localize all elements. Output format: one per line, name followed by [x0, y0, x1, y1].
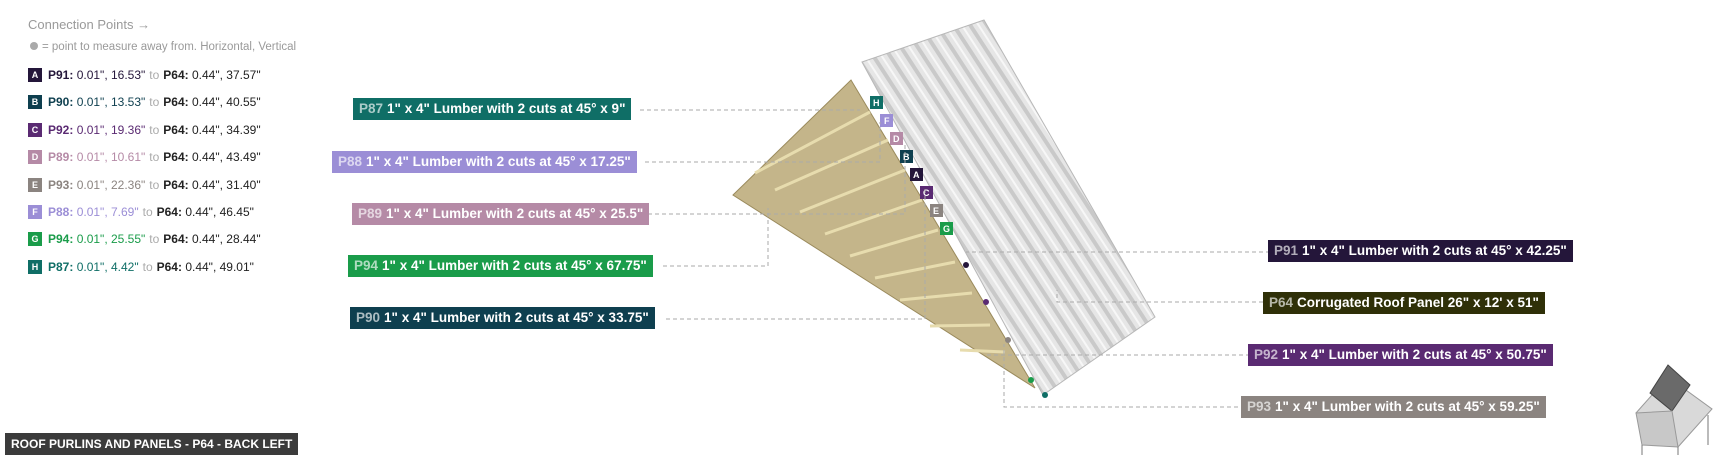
from-part-id: P90: — [48, 95, 74, 110]
to-word: to — [149, 177, 160, 192]
view-title-badge: ROOF PURLINS AND PANELS - P64 - BACK LEF… — [5, 433, 299, 455]
note-text: = point to measure away from. Horizontal… — [42, 41, 297, 53]
from-part-id: P89: — [48, 150, 74, 165]
measure-point-dot-icon — [30, 42, 38, 50]
leader-lines — [640, 109, 1270, 408]
from-measure: 0.01", 25.55" — [76, 232, 146, 247]
connection-points-note: = point to measure away from. Horizontal… — [30, 41, 296, 53]
to-measure: 0.44", 31.40" — [192, 177, 261, 192]
connection-badge: F — [28, 204, 42, 219]
from-part-id: P87: — [48, 259, 74, 274]
from-part-id: P92: — [48, 122, 74, 137]
connection-points-title: Connection Points → — [28, 17, 151, 32]
svg-text:H: H — [873, 98, 880, 108]
connection-badge: E — [28, 177, 42, 192]
from-measure: 0.01", 7.69" — [76, 204, 139, 219]
to-word: to — [149, 122, 160, 137]
svg-text:F: F — [884, 116, 890, 126]
shed-thumbnail-icon[interactable] — [1628, 355, 1714, 455]
to-word: to — [149, 68, 160, 82]
from-measure: 0.01", 22.36" — [76, 177, 146, 192]
to-part-id: P64: — [156, 259, 182, 274]
to-word: to — [149, 150, 160, 165]
svg-text:G: G — [943, 224, 950, 234]
connection-badge: A — [28, 68, 42, 82]
svg-text:E: E — [933, 206, 939, 216]
svg-text:C: C — [923, 188, 930, 198]
to-measure: 0.44", 43.49" — [192, 150, 261, 165]
to-measure: 0.44", 28.44" — [192, 232, 261, 247]
to-part-id: P64: — [163, 177, 189, 192]
connection-badge: G — [28, 232, 42, 247]
from-measure: 0.01", 10.61" — [76, 150, 146, 165]
corrugated-panel — [861, 19, 1156, 396]
from-part-id: P94: — [48, 232, 74, 247]
from-measure: 0.01", 16.53" — [76, 68, 146, 82]
connection-badge: D — [28, 150, 42, 165]
from-measure: 0.01", 13.53" — [76, 95, 146, 110]
connection-badge: C — [28, 122, 42, 137]
from-measure: 0.01", 19.36" — [76, 122, 146, 137]
from-measure: 0.01", 4.42" — [76, 259, 139, 274]
svg-text:A: A — [913, 170, 920, 180]
purlin-stripes — [754, 110, 1006, 354]
to-word: to — [149, 95, 160, 110]
to-measure: 0.44", 40.55" — [192, 95, 261, 110]
to-word: to — [142, 204, 153, 219]
from-part-id: P93: — [48, 177, 74, 192]
to-part-id: P64: — [156, 204, 182, 219]
connection-badge: B — [28, 95, 42, 110]
to-measure: 0.44", 37.57" — [192, 68, 261, 82]
to-part-id: P64: — [163, 122, 189, 137]
to-word: to — [149, 232, 160, 247]
svg-text:B: B — [903, 152, 910, 162]
to-measure: 0.44", 49.01" — [185, 259, 254, 274]
to-part-id: P64: — [163, 68, 189, 82]
to-word: to — [142, 259, 153, 274]
to-measure: 0.44", 34.39" — [192, 122, 261, 137]
from-part-id: P88: — [48, 204, 74, 219]
svg-text:D: D — [893, 134, 900, 144]
to-measure: 0.44", 46.45" — [185, 204, 254, 219]
from-part-id: P91: — [48, 68, 74, 82]
connection-badge: H — [28, 259, 42, 274]
to-part-id: P64: — [163, 232, 189, 247]
to-part-id: P64: — [163, 150, 189, 165]
edge-badges: H F D B A C E G — [870, 96, 953, 235]
measure-points — [963, 262, 1048, 398]
to-part-id: P64: — [163, 95, 189, 110]
